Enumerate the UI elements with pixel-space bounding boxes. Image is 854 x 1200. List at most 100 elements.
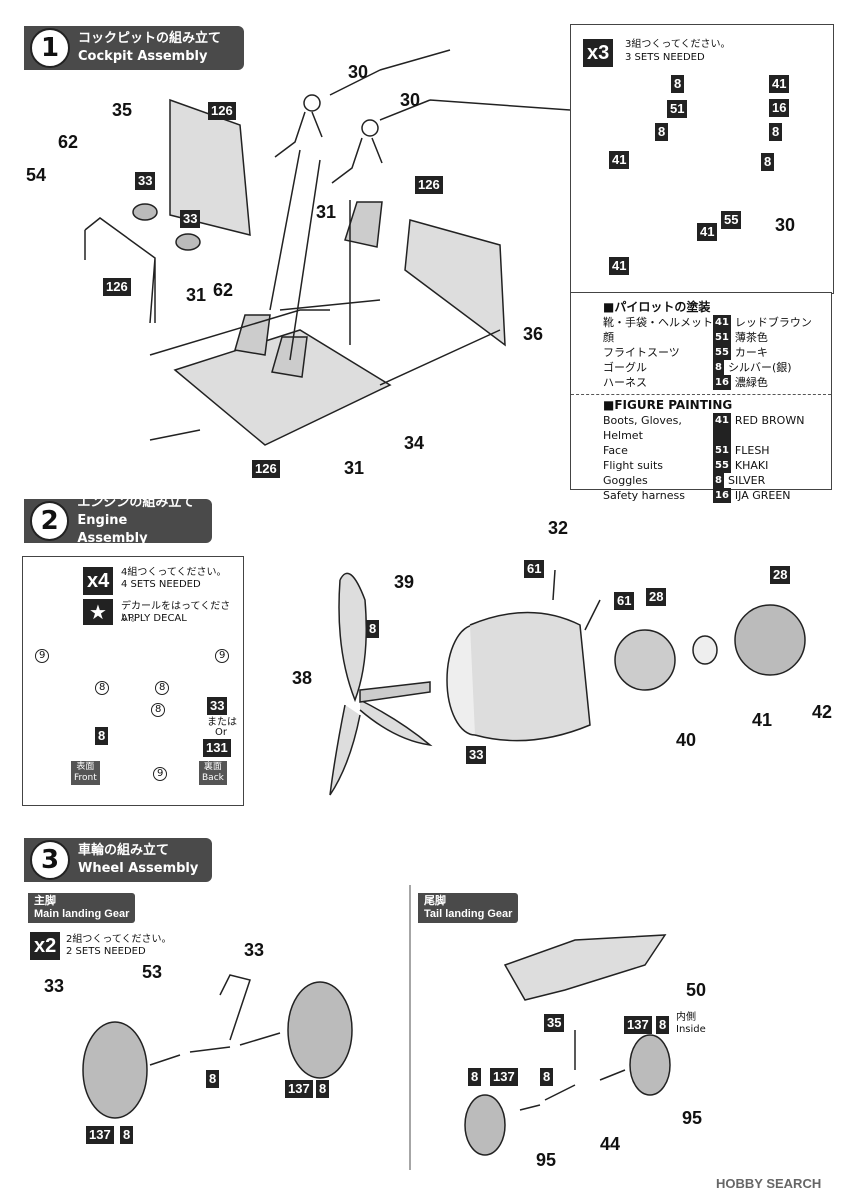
code-8: 8 bbox=[540, 1068, 554, 1086]
paint-title-en: ■FIGURE PAINTING bbox=[603, 398, 733, 412]
paint-code: 55 bbox=[713, 345, 731, 360]
code-35: 35 bbox=[544, 1014, 565, 1032]
code-8: 8 bbox=[120, 1126, 134, 1144]
paint-code: 8 bbox=[713, 360, 724, 375]
step-number: 2 bbox=[30, 501, 70, 541]
multiplier-badge: x2 bbox=[30, 932, 61, 960]
step-number: 3 bbox=[30, 840, 70, 880]
decal-jp: デカールをはってください。 bbox=[121, 601, 231, 624]
paint-color: 薄茶色 bbox=[734, 331, 768, 344]
code-51: 51 bbox=[667, 100, 688, 118]
paint-color: FLESH bbox=[734, 444, 770, 457]
pilot-panel: x3 3組つくってください。 3 SETS NEEDED 8 41 51 16 … bbox=[570, 24, 834, 294]
inside-jp: 内側 bbox=[676, 1012, 696, 1023]
front-jp: 表面 bbox=[76, 762, 95, 772]
paint-key: フライトスーツ bbox=[603, 346, 680, 359]
part-50: 50 bbox=[686, 980, 707, 1000]
paint-key: Face bbox=[603, 444, 628, 457]
part-32: 32 bbox=[548, 518, 569, 538]
paint-code: 16 bbox=[713, 375, 731, 390]
multiplier-badge: x3 bbox=[583, 39, 614, 67]
paint-color: KHAKI bbox=[734, 459, 769, 472]
code-55: 55 bbox=[721, 211, 742, 229]
sets-needed-en: 3 SETS NEEDED bbox=[625, 52, 705, 63]
part-34: 34 bbox=[404, 433, 425, 453]
code-8: 8 bbox=[656, 1016, 670, 1034]
part-33: 33 bbox=[244, 940, 265, 960]
paint-code: 51 bbox=[713, 330, 731, 345]
code-8: 8 bbox=[316, 1080, 330, 1098]
blade-code-9: 9 bbox=[215, 649, 230, 663]
part-54: 54 bbox=[26, 165, 47, 185]
paint-code: 8 bbox=[713, 473, 724, 488]
code-41: 41 bbox=[769, 75, 790, 93]
code-137: 137 bbox=[490, 1068, 518, 1086]
main-gear-en: Main landing Gear bbox=[34, 908, 130, 920]
back-jp: 裏面 bbox=[203, 762, 222, 772]
step-title-en: Wheel Assembly bbox=[78, 861, 199, 876]
step-2-header: 2 エンジンの組み立て Engine Assembly bbox=[24, 495, 212, 546]
code-8: 8 bbox=[206, 1070, 220, 1088]
code-16: 16 bbox=[769, 99, 790, 117]
part-62-b: 62 bbox=[213, 280, 234, 300]
code-126: 126 bbox=[208, 102, 236, 120]
part-42: 42 bbox=[812, 702, 833, 722]
paint-key: ゴーグル bbox=[603, 361, 647, 374]
multiplier-badge: x4 bbox=[83, 567, 114, 595]
part-53: 53 bbox=[142, 962, 163, 982]
part-95: 95 bbox=[536, 1150, 557, 1170]
paint-code: 51 bbox=[713, 443, 731, 458]
paint-color: レッドブラウン bbox=[734, 316, 812, 329]
paint-color: SILVER bbox=[727, 474, 766, 487]
paint-key: ハーネス bbox=[603, 376, 647, 389]
part-62-a: 62 bbox=[58, 132, 79, 152]
front-en: Front bbox=[74, 773, 97, 783]
blade-code-8: 8 bbox=[155, 681, 170, 695]
code-28: 28 bbox=[646, 588, 667, 606]
code-28: 28 bbox=[770, 566, 791, 584]
back-en: Back bbox=[202, 773, 224, 783]
inside-en: Inside bbox=[676, 1024, 706, 1035]
code-8: 8 bbox=[655, 123, 669, 141]
code-137: 137 bbox=[285, 1080, 313, 1098]
part-44: 44 bbox=[600, 1134, 621, 1154]
paint-key: Safety harness bbox=[603, 489, 685, 502]
code-126: 126 bbox=[103, 278, 131, 296]
decal-en: APPLY DECAL bbox=[121, 613, 187, 624]
step-title-jp: エンジンの組み立て bbox=[77, 495, 195, 510]
paint-key: Flight suits bbox=[603, 459, 664, 472]
paint-color: シルバー(銀) bbox=[727, 361, 792, 374]
step-title-en: Cockpit Assembly bbox=[78, 49, 208, 64]
paint-title-jp: ■パイロットの塗装 bbox=[603, 300, 711, 314]
main-gear-jp: 主脚 bbox=[34, 895, 56, 907]
code-33: 33 bbox=[207, 697, 228, 715]
part-95: 95 bbox=[682, 1108, 703, 1128]
sets-needed-jp: 2組つくってください。 bbox=[66, 934, 172, 945]
step-number: 1 bbox=[30, 28, 70, 68]
paint-key: 顔 bbox=[603, 331, 614, 344]
code-137: 137 bbox=[624, 1016, 652, 1034]
sets-needed-en: 4 SETS NEEDED bbox=[121, 579, 201, 590]
tail-gear-jp: 尾脚 bbox=[424, 895, 446, 907]
watermark: HOBBY SEARCH bbox=[716, 1176, 822, 1191]
blade-code-9: 9 bbox=[153, 767, 168, 781]
part-41: 41 bbox=[752, 710, 773, 730]
paint-color: IJA GREEN bbox=[734, 489, 791, 502]
code-33: 33 bbox=[180, 210, 201, 228]
part-30-b: 30 bbox=[400, 90, 421, 110]
step-title-en: Engine Assembly bbox=[77, 513, 148, 546]
code-8: 8 bbox=[761, 153, 775, 171]
code-33: 33 bbox=[135, 172, 156, 190]
paint-color: RED BROWN bbox=[734, 414, 805, 427]
